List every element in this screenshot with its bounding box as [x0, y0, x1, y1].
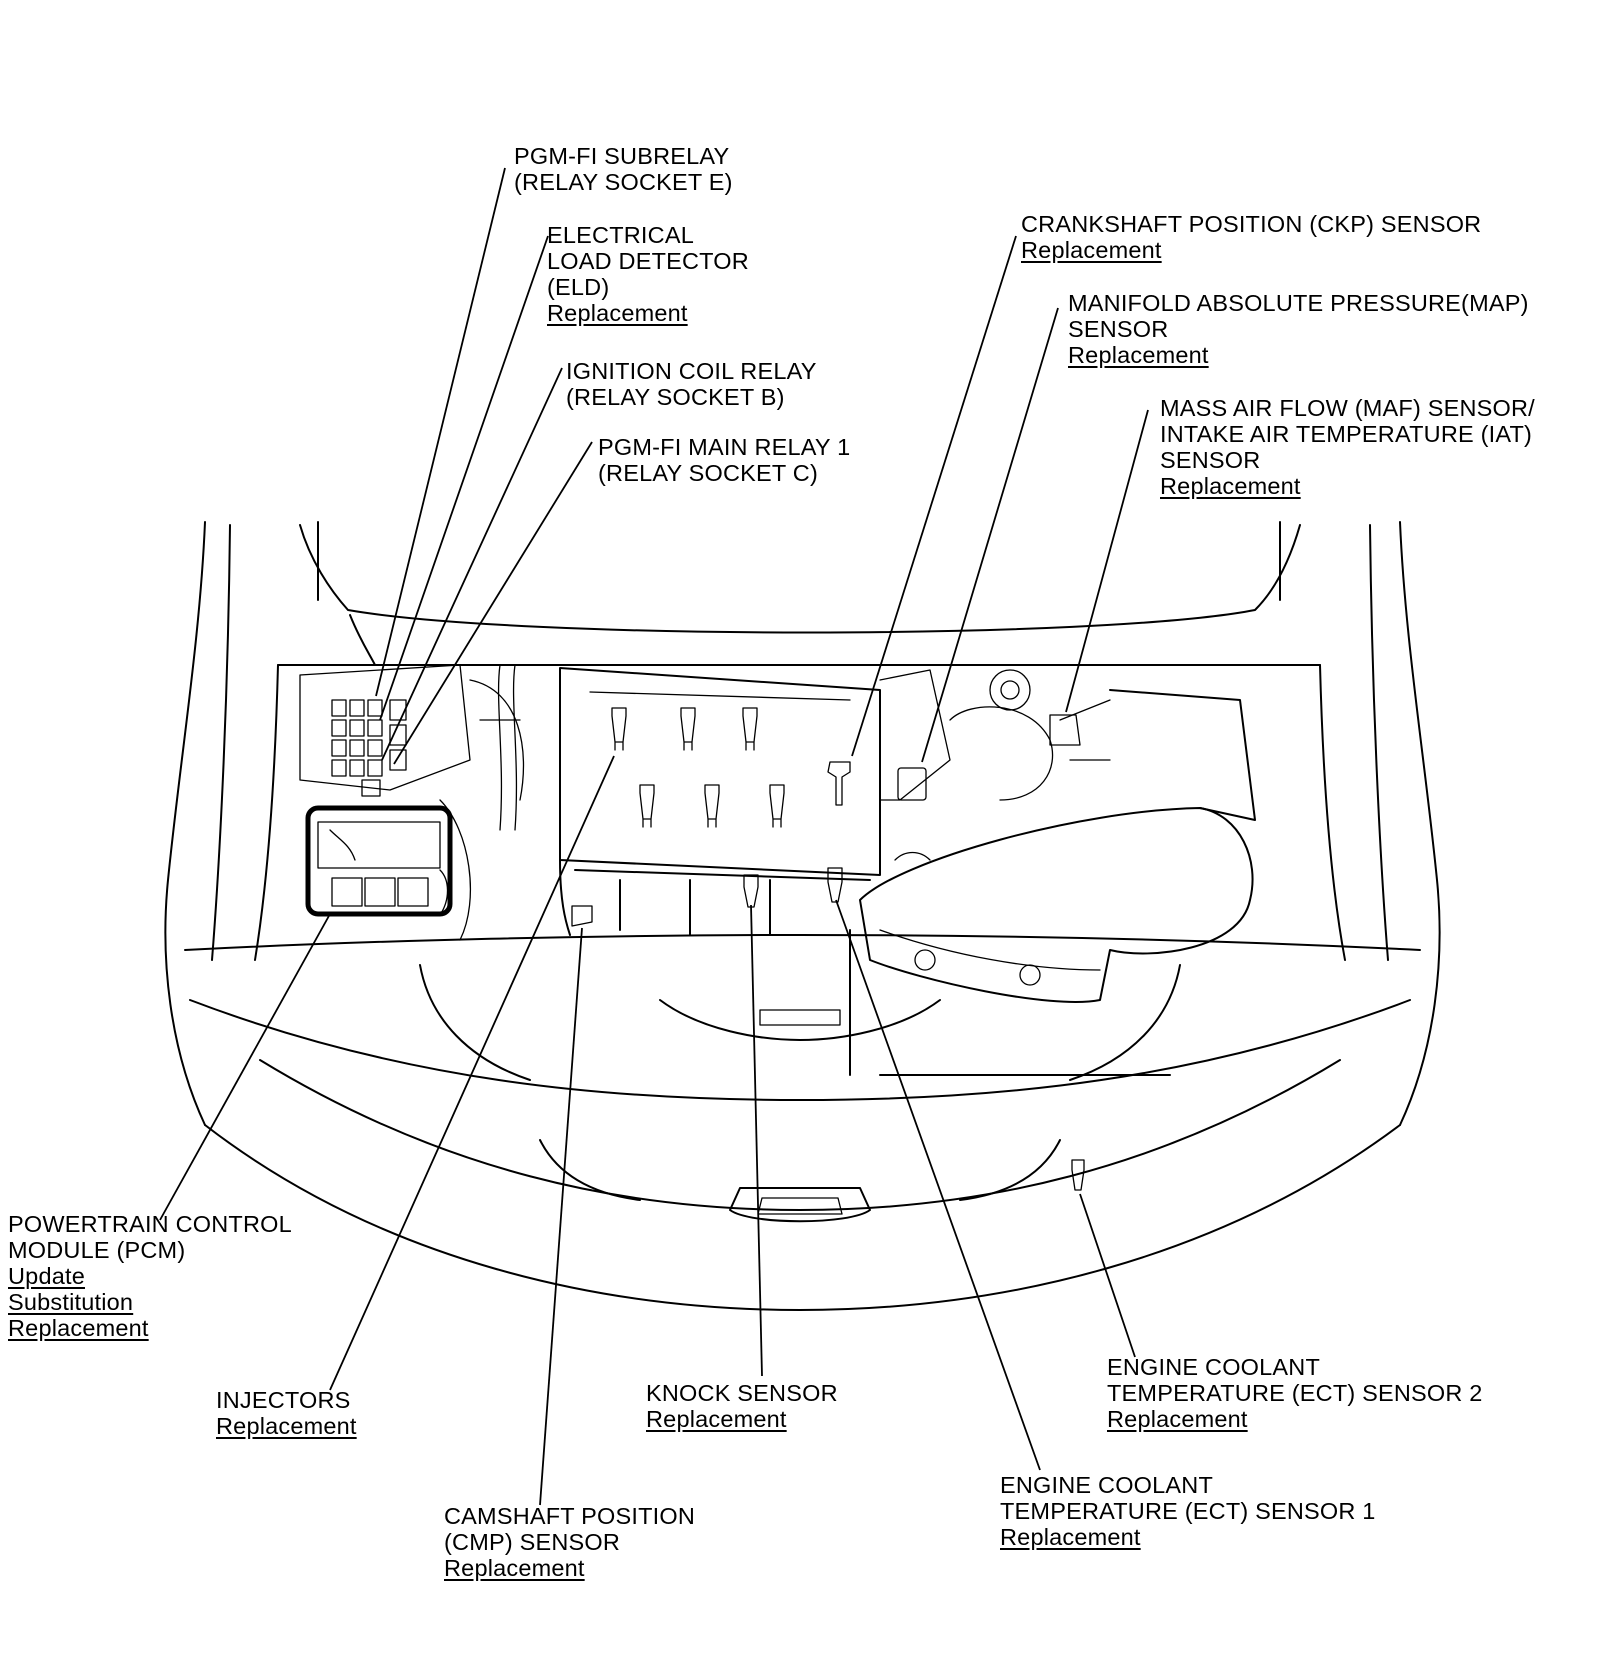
label-text: INTAKE AIR TEMPERATURE (IAT) [1160, 421, 1533, 447]
label-text: IGNITION COIL RELAY [566, 358, 817, 384]
pcm-update-link[interactable]: Update [8, 1263, 85, 1289]
label-pgmfi-main-relay: PGM-FI MAIN RELAY 1 (RELAY SOCKET C) [598, 434, 850, 486]
label-text: (RELAY SOCKET E) [514, 169, 733, 195]
label-text: SENSOR [1068, 316, 1169, 342]
label-text: (ELD) [547, 274, 610, 300]
label-eld: ELECTRICAL LOAD DETECTOR (ELD) Replaceme… [547, 222, 749, 326]
label-text: PGM-FI SUBRELAY [514, 143, 730, 169]
ect1-sensor-shape [827, 867, 843, 903]
pcm-module [305, 805, 453, 917]
label-pcm: POWERTRAIN CONTROL MODULE (PCM) Update S… [8, 1211, 292, 1341]
label-text: (RELAY SOCKET C) [598, 460, 818, 486]
ect2-replacement-link[interactable]: Replacement [1107, 1406, 1248, 1432]
leader-lines [159, 167, 1149, 1506]
ckp-sensor-shape [827, 761, 851, 806]
eld-replacement-link[interactable]: Replacement [547, 300, 688, 326]
maf-replacement-link[interactable]: Replacement [1160, 473, 1301, 499]
label-text: SENSOR [1160, 447, 1261, 473]
label-text: MANIFOLD ABSOLUTE PRESSURE(MAP) [1068, 290, 1529, 316]
label-ckp-sensor: CRANKSHAFT POSITION (CKP) SENSOR Replace… [1021, 211, 1481, 263]
label-ect1-sensor: ENGINE COOLANT TEMPERATURE (ECT) SENSOR … [1000, 1472, 1376, 1550]
label-text: ENGINE COOLANT [1000, 1472, 1214, 1498]
relay-box [331, 699, 407, 797]
label-injectors: INJECTORS Replacement [216, 1387, 357, 1439]
label-text: (CMP) SENSOR [444, 1529, 621, 1555]
sensors [571, 714, 1085, 1191]
map-replacement-link[interactable]: Replacement [1068, 342, 1209, 368]
ckp-replacement-link[interactable]: Replacement [1021, 237, 1162, 263]
label-text: MASS AIR FLOW (MAF) SENSOR/ [1160, 395, 1535, 421]
label-text: (RELAY SOCKET B) [566, 384, 785, 410]
injector-row [611, 707, 785, 828]
label-text: KNOCK SENSOR [646, 1380, 838, 1406]
maf-sensor-shape [1049, 714, 1081, 746]
pcm-substitution-link[interactable]: Substitution [8, 1289, 134, 1315]
label-knock-sensor: KNOCK SENSOR Replacement [646, 1380, 838, 1432]
label-text: CRANKSHAFT POSITION (CKP) SENSOR [1021, 211, 1482, 237]
cmp-sensor-shape [571, 905, 593, 927]
knock-replacement-link[interactable]: Replacement [646, 1406, 787, 1432]
label-text: POWERTRAIN CONTROL [8, 1211, 292, 1237]
ect1-replacement-link[interactable]: Replacement [1000, 1524, 1141, 1550]
label-pgmfi-subrelay: PGM-FI SUBRELAY (RELAY SOCKET E) [514, 143, 733, 195]
map-sensor-shape [897, 767, 927, 801]
label-text: ELECTRICAL [547, 222, 694, 248]
label-text: ENGINE COOLANT [1107, 1354, 1321, 1380]
label-text: PGM-FI MAIN RELAY 1 [598, 434, 851, 460]
knock-sensor-shape [743, 874, 759, 908]
cmp-replacement-link[interactable]: Replacement [444, 1555, 585, 1581]
label-ignition-coil-relay: IGNITION COIL RELAY (RELAY SOCKET B) [566, 358, 817, 410]
label-text: LOAD DETECTOR [547, 248, 749, 274]
label-ect2-sensor: ENGINE COOLANT TEMPERATURE (ECT) SENSOR … [1107, 1354, 1483, 1432]
label-text: CAMSHAFT POSITION [444, 1503, 696, 1529]
label-map-sensor: MANIFOLD ABSOLUTE PRESSURE(MAP) SENSOR R… [1068, 290, 1529, 368]
engine-bay-outline [164, 521, 1441, 1311]
pcm-replacement-link[interactable]: Replacement [8, 1315, 149, 1341]
ect2-sensor-shape [1071, 1159, 1085, 1191]
label-text: INJECTORS [216, 1387, 351, 1413]
injectors-replacement-link[interactable]: Replacement [216, 1413, 357, 1439]
label-text: MODULE (PCM) [8, 1237, 186, 1263]
label-text: TEMPERATURE (ECT) SENSOR 2 [1107, 1380, 1483, 1406]
label-cmp-sensor: CAMSHAFT POSITION (CMP) SENSOR Replaceme… [444, 1503, 695, 1581]
label-maf-sensor: MASS AIR FLOW (MAF) SENSOR/ INTAKE AIR T… [1160, 395, 1535, 499]
label-text: TEMPERATURE (ECT) SENSOR 1 [1000, 1498, 1376, 1524]
